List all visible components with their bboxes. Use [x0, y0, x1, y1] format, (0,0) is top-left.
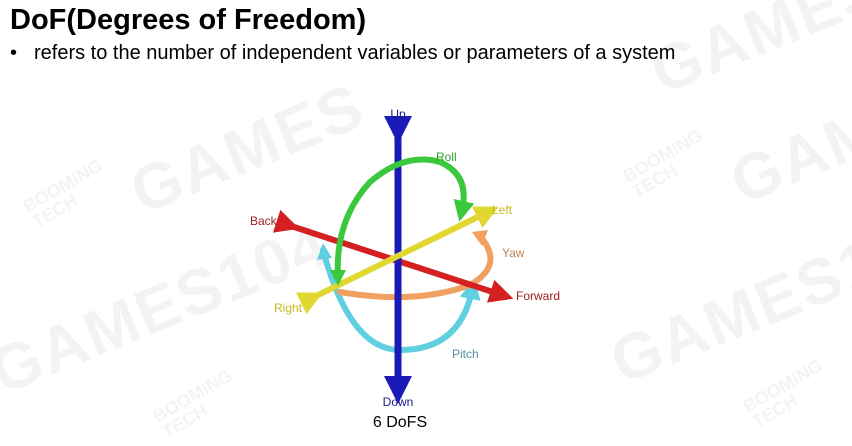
watermark-sub-line1: BOOMING: [620, 125, 706, 186]
watermark-sub-line2: TECH: [629, 160, 681, 202]
watermark-sub-line2: TECH: [29, 190, 81, 232]
watermark-sub-line1: BOOMING: [740, 355, 826, 416]
pitch-arc-start-arrow: [317, 243, 332, 260]
label-right: Right: [274, 301, 303, 315]
dof-diagram-svg: Up Down Back Forward Left Right Roll Yaw…: [250, 107, 560, 409]
label-left: Left: [492, 203, 513, 217]
diagram-caption: 6 DoFS: [372, 414, 428, 431]
watermark-games: GAMES: [720, 58, 852, 218]
label-roll: Roll: [436, 150, 457, 164]
watermark-sub-line1: BOOMING: [20, 155, 106, 216]
watermark-sub-line2: TECH: [159, 400, 211, 442]
watermark-brand: GAMES104: [600, 196, 852, 399]
dof-diagram: Up Down Back Forward Left Right Roll Yaw…: [240, 100, 580, 410]
bullet-symbol: •: [10, 42, 18, 64]
slide-title: DoF(Degrees of Freedom): [10, 4, 367, 36]
label-up: Up: [390, 107, 406, 121]
left-right-axis: [295, 206, 499, 315]
watermark-sub: BOOMING TECH: [620, 125, 714, 202]
label-forward: Forward: [516, 289, 560, 303]
watermark-sub-line2: TECH: [749, 390, 801, 432]
watermark-sub: BOOMING TECH: [20, 155, 114, 232]
bullet-text: refers to the number of independent vari…: [34, 42, 676, 64]
bullet-item: • refers to the number of independent var…: [10, 41, 675, 65]
watermark-sub: BOOMING TECH: [740, 355, 834, 432]
label-yaw: Yaw: [502, 246, 525, 260]
label-down: Down: [383, 395, 414, 409]
label-back: Back: [250, 214, 278, 228]
label-pitch: Pitch: [452, 347, 479, 361]
watermark-sub: BOOMING TECH: [150, 365, 244, 442]
watermark-sub-line1: BOOMING: [150, 365, 236, 426]
roll-arc: [334, 156, 475, 279]
roll-arc-start-arrow: [330, 270, 346, 286]
